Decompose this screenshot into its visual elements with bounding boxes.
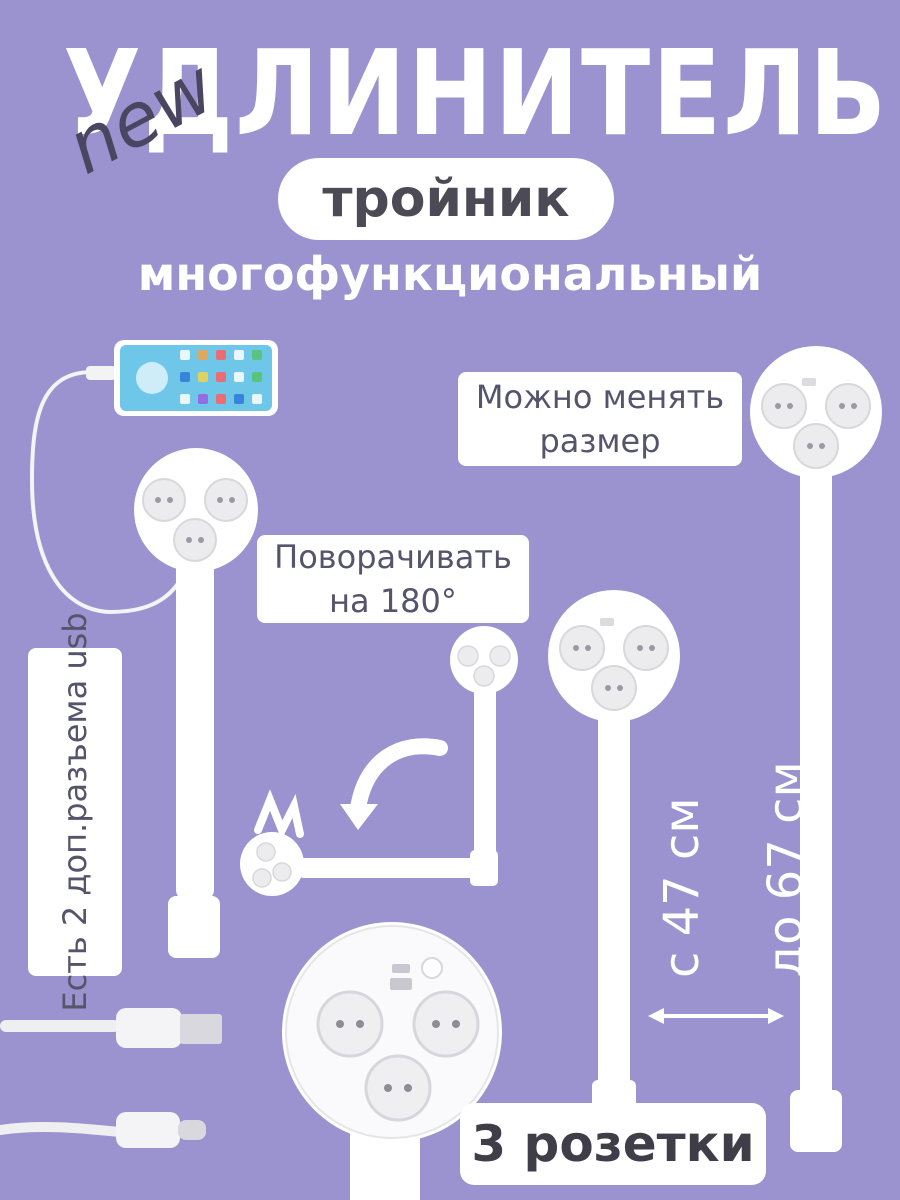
product-type-pill: тройник — [278, 158, 614, 240]
usb-a-cable-image — [0, 1008, 222, 1048]
resize-callout: Можно менять размер — [458, 372, 742, 466]
extension-device-closeup — [282, 922, 502, 1200]
smartphone-image — [29, 340, 278, 615]
max-length-label: до 67 см — [758, 761, 814, 978]
extension-device-67cm — [750, 346, 882, 1152]
sockets-callout: 3 розетки — [460, 1103, 766, 1185]
headline: УДЛИНИТЕЛЬ — [63, 24, 889, 162]
usb-callout: Есть 2 доп.разъема usb — [28, 612, 122, 1012]
length-arrow — [648, 1008, 784, 1024]
subtitle: многофункциональный — [137, 247, 763, 301]
min-length-label: с 47 см — [654, 797, 710, 978]
usb-c-cable-image — [0, 1112, 206, 1148]
extension-device-left — [134, 448, 258, 958]
rotate-callout: Поворачивать на 180° — [257, 535, 529, 623]
extension-device-47cm — [548, 590, 680, 1108]
extension-device-rotating — [240, 626, 518, 896]
usb-callout-text: Есть 2 доп.разъема usb — [56, 612, 94, 1012]
